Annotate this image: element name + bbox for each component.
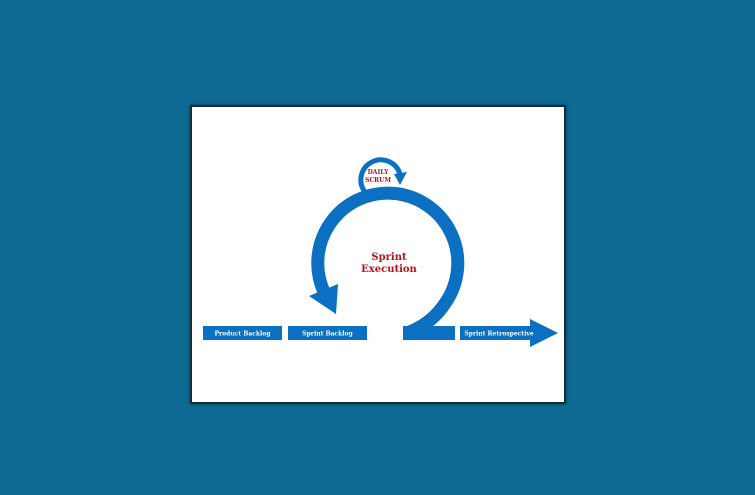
sprint-retrospective-label: Sprint Retrospective (464, 331, 534, 338)
slide: DAILY SCRUM Sprint Execution Product Bac… (190, 105, 566, 404)
sprint-backlog-bar (288, 326, 367, 340)
sprint-retrospective-arrow (460, 319, 558, 347)
sprint-execution-arrowhead (309, 284, 338, 314)
sprint-execution-label-2: Execution (361, 264, 417, 275)
daily-scrum-label-1: DAILY (368, 169, 390, 176)
execution-exit-bar (403, 326, 455, 340)
sprint-execution-arc (311, 186, 465, 340)
daily-scrum-loop (358, 157, 403, 194)
daily-scrum-label-2: SCRUM (365, 177, 391, 184)
sprint-backlog-label: Sprint Backlog (302, 331, 353, 338)
sprint-execution-label-1: Sprint (371, 252, 407, 263)
scrum-diagram: DAILY SCRUM Sprint Execution Product Bac… (203, 157, 558, 347)
product-backlog-bar (203, 326, 282, 340)
daily-scrum-arrowhead (394, 172, 407, 185)
product-backlog-label: Product Backlog (215, 331, 272, 338)
